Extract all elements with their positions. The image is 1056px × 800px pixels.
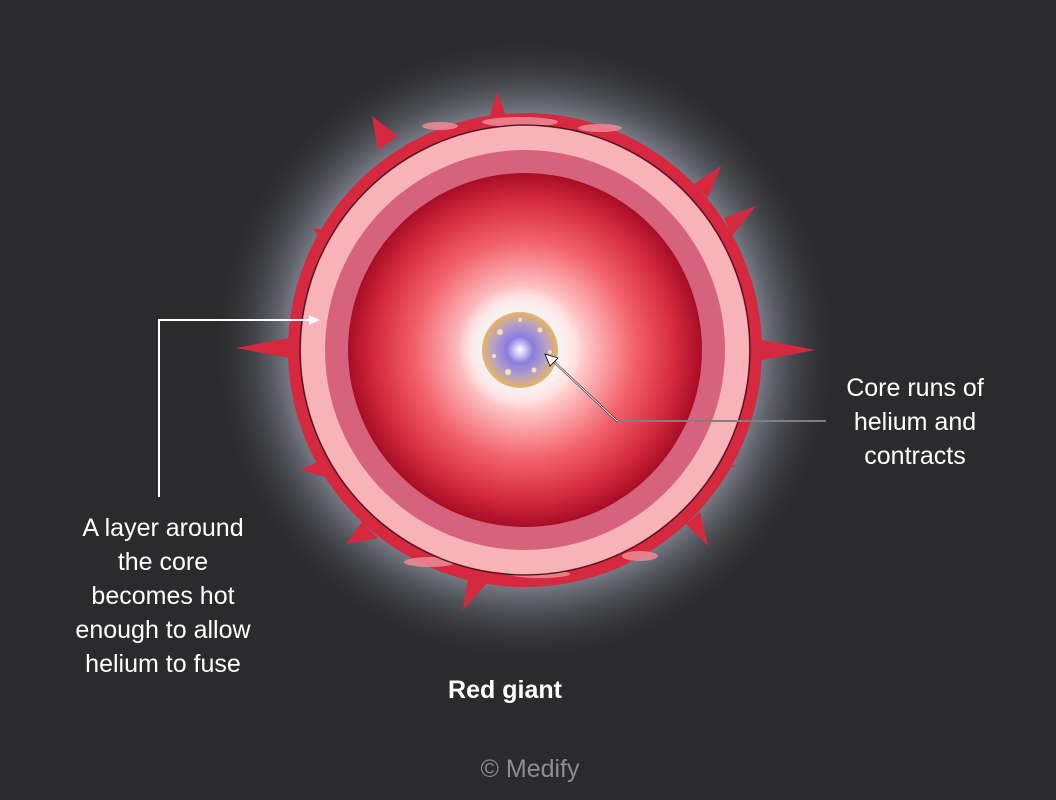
- diagram-caption: Red giant: [448, 676, 562, 704]
- layer-leader-line: [158, 319, 312, 497]
- layer-annotation: A layer around the core becomes hot enou…: [75, 514, 251, 678]
- core-arrowhead: [544, 353, 559, 367]
- copyright-credit: © Medify: [480, 755, 580, 783]
- core-annotation: Core runs of helium and contracts: [846, 374, 984, 470]
- layer-arrowhead: [309, 315, 320, 325]
- helium-core: [482, 312, 558, 388]
- core-texture: [492, 318, 552, 375]
- core-leader-line-white: [551, 359, 826, 422]
